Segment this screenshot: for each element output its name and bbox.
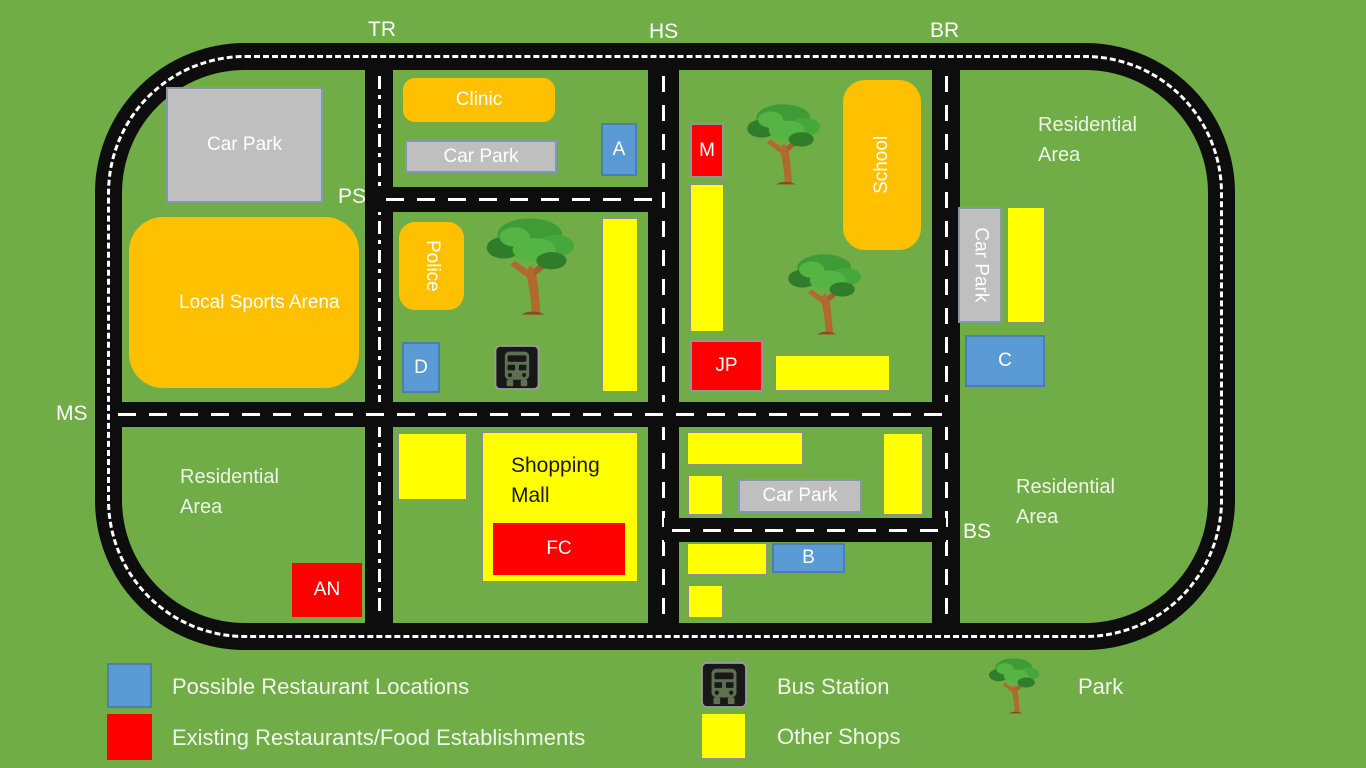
school: School [843,80,921,250]
park-tree-icon [776,248,876,338]
road-ps [378,187,662,212]
car-park-south: Car Park [738,479,862,513]
bus-station-icon [701,662,747,708]
road-label-bs: BS [963,520,992,543]
restaurant-site-b: B [772,543,845,573]
other-shops-block [690,184,724,332]
residential-area-ne: Residential Area [1038,114,1137,166]
other-shops-block [687,432,803,465]
road-ps-centerline [386,198,654,201]
restaurant-site-a: A [601,123,637,176]
other-shops-block [687,543,767,575]
school-label: School [871,135,893,195]
road-label-tr: TR [368,18,396,41]
bus-station-icon [494,345,540,390]
other-shops-block [775,355,890,391]
legend-park-label: Park [1078,674,1124,699]
ring-road-centerline [107,55,1223,638]
restaurant-an: AN [292,563,362,617]
road-label-ps: PS [338,185,367,208]
legend-bus-label: Bus Station [777,674,890,699]
legend-existing-label: Existing Restaurants/Food Establishments [172,725,586,750]
legend-other-shops-swatch [701,713,746,759]
other-shops-block [398,433,467,500]
road-label-hs: HS [649,20,679,43]
clinic: Clinic [403,78,555,122]
car-park-clinic: Car Park [405,140,557,173]
road-ms-centerline [118,413,947,416]
other-shops-block [688,585,723,618]
restaurant-m: M [690,123,724,178]
park-tree-icon [980,654,1050,716]
local-sports-arena: Local Sports Arena [129,217,359,388]
police-label: Police [421,240,443,292]
road-tr-centerline [377,76,381,616]
restaurant-site-d: D [402,342,440,393]
road-label-br: BR [930,19,960,42]
other-shops-block [602,218,638,392]
restaurant-site-c: C [965,335,1045,387]
restaurant-fc: FC [493,523,625,575]
road-br-centerline [944,76,948,616]
car-park-east: Car Park [958,207,1002,323]
restaurant-jp: JP [690,340,763,392]
legend-existing-swatch [107,714,152,760]
car-park-nw: Car Park [166,87,323,203]
road-label-ms: MS [56,402,88,425]
residential-area-se: Residential Area [1016,476,1115,528]
road-tr [365,66,393,626]
other-shops-block [688,475,723,515]
residential-area-sw: Residential Area [180,466,279,518]
road-hs-centerline [662,76,665,616]
park-tree-icon [476,211,588,319]
park-tree-icon [735,98,835,188]
legend-possible-swatch [107,663,152,708]
road-bs [664,518,946,542]
road-bs-centerline [672,528,938,532]
police: Police [399,222,464,310]
legend-other-shops-label: Other Shops [777,724,901,749]
road-ms [110,402,955,427]
other-shops-block [883,433,923,515]
legend-possible-label: Possible Restaurant Locations [172,674,470,699]
other-shops-block [1007,207,1045,323]
car-park-east-label: Car Park [969,227,991,303]
